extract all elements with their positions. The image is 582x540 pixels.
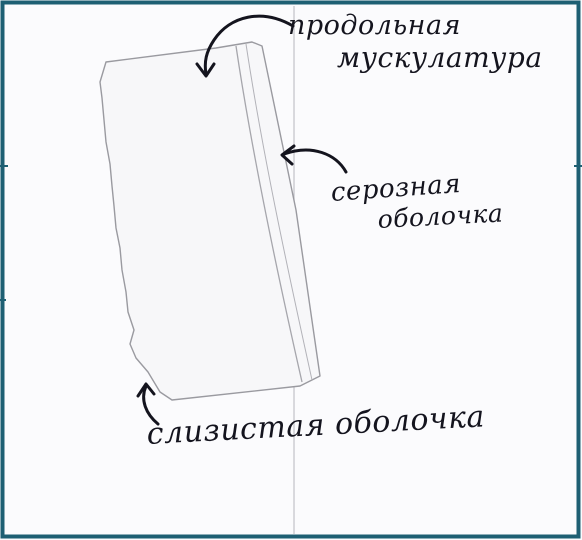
label-longitudinal-muscle-line1: продольная — [288, 12, 461, 39]
label-serosa-line2: оболочка — [377, 200, 504, 232]
mucosa-layer — [100, 42, 320, 400]
label-longitudinal-muscle-line2: мускулатура — [337, 44, 543, 72]
arrow-serosa — [284, 150, 346, 172]
